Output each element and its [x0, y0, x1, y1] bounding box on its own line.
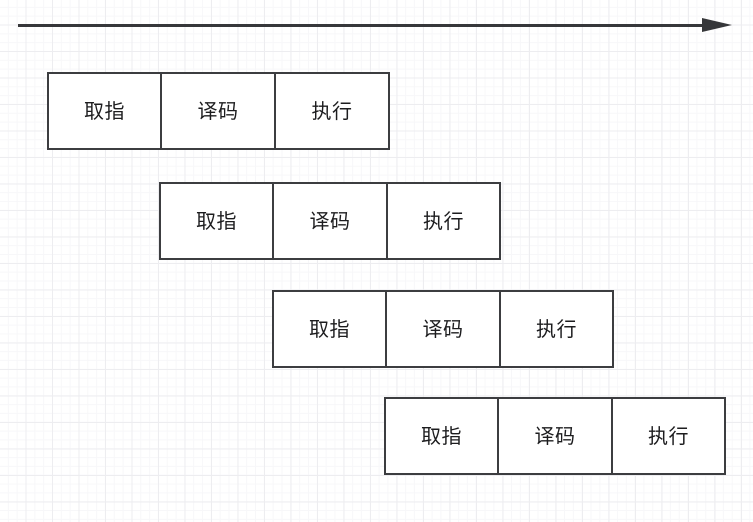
pipeline-row-3: 取指 译码 执行: [272, 290, 614, 368]
stage-cell-fetch-4: 取指: [386, 399, 499, 473]
arrow-head-icon: [702, 18, 732, 32]
stage-cell-decode-4: 译码: [499, 399, 613, 473]
stage-cell-decode-3: 译码: [387, 292, 501, 366]
pipeline-row-2: 取指 译码 执行: [159, 182, 501, 260]
stage-cell-decode-1: 译码: [162, 74, 276, 148]
stage-cell-execute-3: 执行: [536, 317, 577, 341]
time-axis-line: [18, 24, 708, 27]
pipeline-row-1: 取指 译码 执行: [47, 72, 390, 150]
stage-cell-fetch-3: 取指: [274, 292, 387, 366]
stage-cell-execute-2: 执行: [423, 209, 464, 233]
pipeline-row-4: 取指 译码 执行: [384, 397, 726, 475]
stage-cell-decode-2: 译码: [274, 184, 388, 258]
stage-cell-fetch-1: 取指: [49, 74, 162, 148]
time-axis-arrow: [18, 18, 732, 34]
stage-cell-execute-1: 执行: [311, 99, 353, 123]
stage-cell-fetch-2: 取指: [161, 184, 274, 258]
stage-cell-execute-4: 执行: [648, 424, 689, 448]
